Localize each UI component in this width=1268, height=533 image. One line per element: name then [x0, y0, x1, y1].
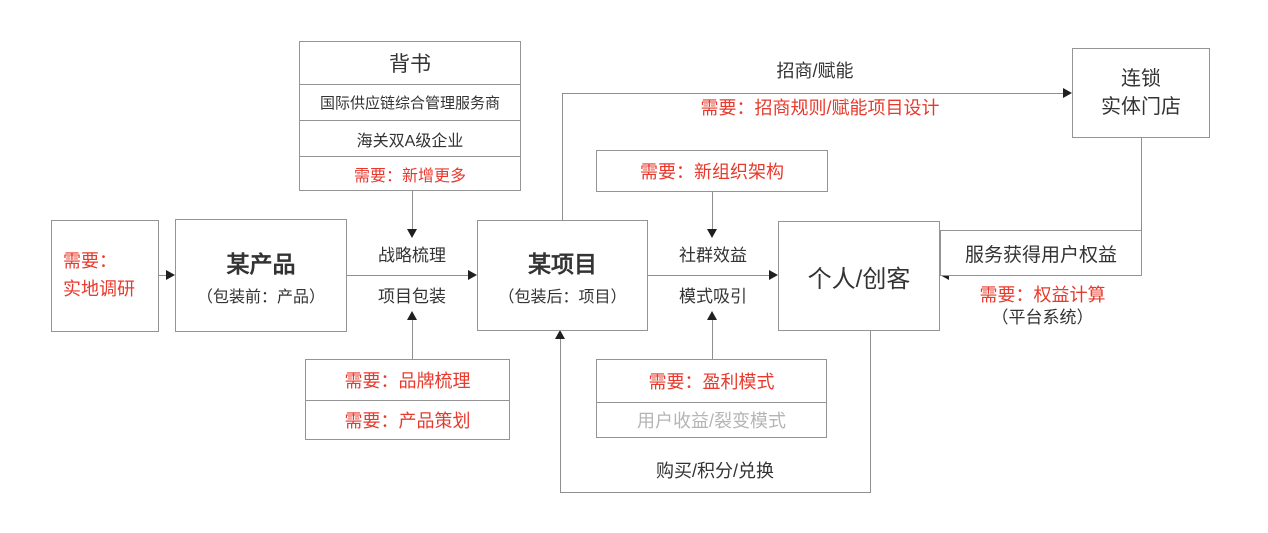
arrowhead-right-icon — [468, 270, 477, 280]
strategy-label-top: 战略梳理 — [378, 246, 446, 265]
profit-box: 需要：盈利模式 — [596, 359, 827, 403]
connector-endorsement-down — [412, 190, 413, 230]
service-rights-box: 服务获得用户权益 — [940, 230, 1142, 276]
user-income-label: 用户收益/裂变模式 — [636, 411, 786, 431]
service-need-label: 需要：权益计算 — [979, 285, 1106, 305]
product-box: 某产品 （包装前：产品） — [175, 219, 347, 332]
chain-store-line1: 连锁 — [1121, 68, 1161, 90]
project-box: 某项目 （包装后：项目） — [477, 220, 648, 331]
connector-profit-up — [712, 320, 713, 359]
connector-chain-down — [1141, 138, 1142, 276]
endorsement-row-supply-chain: 国际供应链综合管理服务商 — [300, 84, 520, 120]
endorsement-row-customs: 海关双A级企业 — [300, 120, 520, 156]
connector-project-up — [562, 93, 563, 220]
arrowhead-right-icon — [769, 270, 778, 280]
service-note-label: （平台系统） — [991, 308, 1094, 327]
new-org-box: 需要：新组织架构 — [596, 150, 828, 192]
endorsement-box: 背书 国际供应链综合管理服务商 海关双A级企业 需要：新增更多 — [299, 41, 521, 191]
project-subtitle: （包装后：项目） — [498, 288, 627, 306]
attract-label: 招商/赋能 — [776, 61, 854, 81]
field-survey-line1: 需要： — [63, 251, 117, 272]
person-box: 个人/创客 — [778, 221, 940, 331]
arrowhead-down-icon — [707, 229, 717, 238]
arrowhead-right-icon — [1063, 88, 1072, 98]
attract-need-label: 需要：招商规则/赋能项目设计 — [700, 98, 940, 118]
product-subtitle: （包装前：产品） — [196, 288, 325, 306]
connector-neworg-down — [712, 192, 713, 230]
service-rights-label: 服务获得用户权益 — [964, 244, 1117, 266]
product-title: 某产品 — [226, 250, 296, 277]
brand-box: 需要：品牌梳理 — [305, 359, 510, 401]
connector-survey-to-product — [158, 275, 168, 276]
connector-attract — [562, 93, 1063, 94]
community-label-top: 社群效益 — [679, 246, 747, 265]
arrowhead-up-icon — [407, 311, 417, 320]
field-survey-line2: 实地调研 — [63, 279, 135, 299]
connector-loop-right — [870, 331, 871, 492]
connector-product-to-project — [347, 275, 469, 276]
connector-loop-left — [560, 339, 561, 492]
product-planning-label: 需要：产品策划 — [344, 411, 471, 431]
strategy-label-bottom: 项目包装 — [378, 287, 446, 306]
chain-store-box: 连锁 实体门店 — [1072, 48, 1210, 138]
brand-label: 需要：品牌梳理 — [344, 371, 471, 391]
arrowhead-up-icon — [555, 330, 565, 339]
arrowhead-right-icon — [166, 270, 175, 280]
purchase-label: 购买/积分/兑换 — [655, 461, 774, 481]
arrowhead-up-icon — [707, 311, 717, 320]
user-income-box: 用户收益/裂变模式 — [596, 402, 827, 438]
connector-project-to-person — [648, 275, 770, 276]
field-survey-box: 需要： 实地调研 — [51, 220, 159, 332]
endorsement-need-label: 需要：新增更多 — [300, 156, 520, 190]
chain-store-line2: 实体门店 — [1101, 96, 1181, 118]
connector-loop-bottom — [560, 492, 871, 493]
connector-brand-up — [412, 320, 413, 359]
profit-label: 需要：盈利模式 — [648, 372, 775, 392]
product-planning-box: 需要：产品策划 — [305, 400, 510, 440]
new-org-label: 需要：新组织架构 — [640, 162, 784, 182]
arrowhead-down-icon — [407, 229, 417, 238]
person-title: 个人/创客 — [807, 265, 911, 293]
community-label-bottom: 模式吸引 — [679, 287, 747, 306]
endorsement-title: 背书 — [389, 53, 431, 76]
project-title: 某项目 — [528, 250, 597, 277]
